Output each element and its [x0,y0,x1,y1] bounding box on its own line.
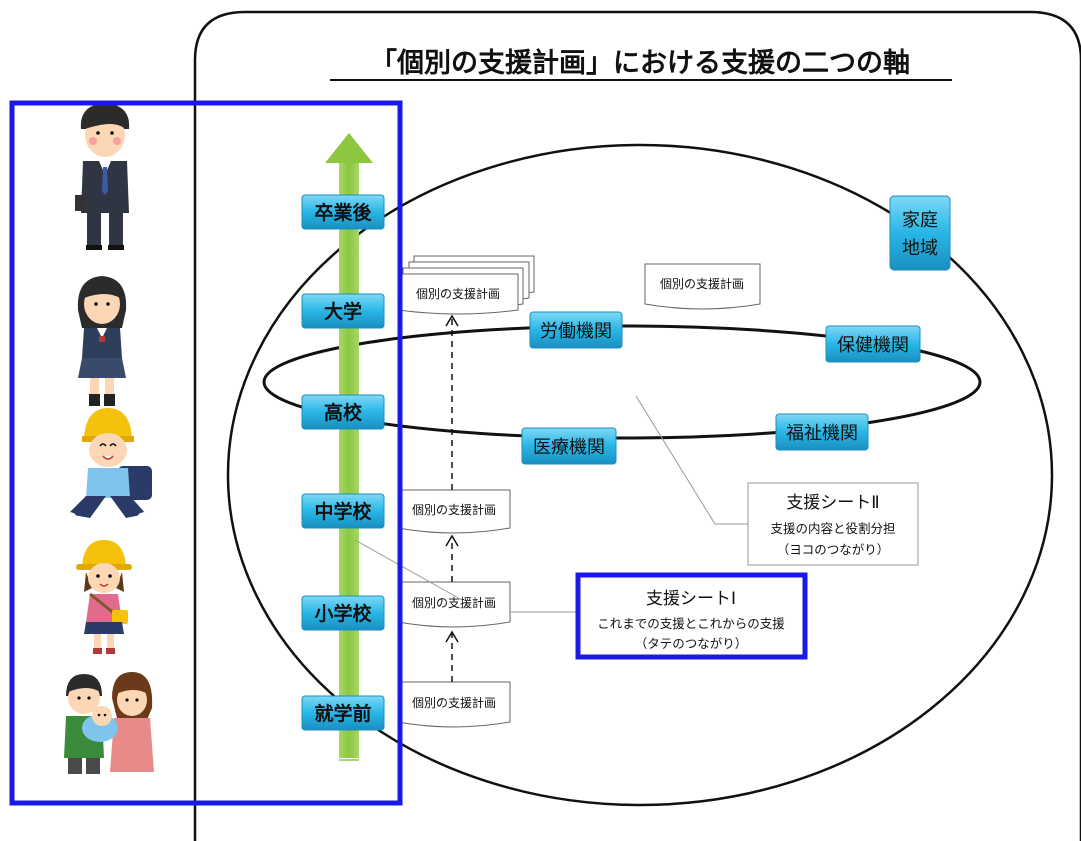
adult-man-icon [75,103,130,250]
svg-text:小学校: 小学校 [314,602,372,625]
outer-frame [193,10,1081,841]
svg-text:中学校: 中学校 [314,500,372,523]
org-welfare: 福祉機関 [775,413,869,451]
connector-lines [354,395,748,613]
stage-middle-school: 中学校 [301,493,385,529]
community-ellipse [226,143,1054,807]
plan-doc-middle-school: 個別の支援計画 [397,489,511,534]
plan-doc-label: 個別の支援計画 [416,286,500,301]
org-health: 保健機関 [825,325,921,363]
svg-text:個別の支援計画: 個別の支援計画 [660,276,744,291]
plan-doc-stack: 個別の支援計画 [397,255,535,315]
svg-text:これまでの支援とこれからの支援: これまでの支援とこれからの支援 [597,616,785,631]
org-family-community: 家庭 地域 [889,195,951,271]
svg-text:個別の支援計画: 個別の支援計画 [412,502,496,517]
svg-text:地域: 地域 [902,238,938,259]
svg-text:個別の支援計画: 個別の支援計画 [412,695,496,710]
high-school-girl-icon [77,276,127,406]
svg-text:支援シートⅡ: 支援シートⅡ [786,493,879,513]
svg-text:高校: 高校 [324,401,363,424]
stage-elementary-school: 小学校 [301,595,385,631]
svg-text:支援シートⅠ: 支援シートⅠ [646,589,736,609]
svg-text:（ヨコのつながり）: （ヨコのつながり） [777,542,890,557]
timeline-highlight-frame [9,100,403,806]
elementary-girl-icon [76,540,132,654]
parents-with-baby-icon [64,672,154,774]
elementary-boy-icon [60,408,154,520]
stage-preschool: 就学前 [301,695,385,731]
svg-text:個別の支援計画: 個別の支援計画 [412,595,496,610]
stage-high-school: 高校 [301,394,385,430]
plan-doc-top-right: 個別の支援計画 [644,263,761,310]
svg-text:大学: 大学 [324,300,362,323]
svg-text:就学前: 就学前 [314,702,371,725]
svg-text:保健機関: 保健機関 [837,335,909,356]
support-sheet-1: 支援シートⅠ これまでの支援とこれからの支援 （タテのつながり） [575,572,808,660]
support-sheet-2: 支援シートⅡ 支援の内容と役割分担 （ヨコのつながり） [747,482,919,566]
svg-text:卒業後: 卒業後 [314,201,372,224]
stage-graduate: 卒業後 [301,194,385,230]
svg-text:福祉機関: 福祉機関 [786,423,858,444]
plan-doc-elementary: 個別の支援計画 [397,581,511,628]
org-labor: 労働機関 [529,311,623,349]
svg-text:医療機関: 医療機関 [533,437,605,458]
svg-text:支援の内容と役割分担: 支援の内容と役割分担 [770,521,895,536]
svg-text:（タテのつながり）: （タテのつながり） [635,636,748,651]
svg-text:家庭: 家庭 [902,210,938,231]
plan-continuity-arrows [445,314,459,682]
stage-university: 大学 [301,293,385,329]
org-medical: 医療機関 [521,427,617,465]
page-title: 「個別の支援計画」における支援の二つの軸 [370,47,910,79]
svg-text:労働機関: 労働機関 [540,321,612,342]
plan-doc-preschool: 個別の支援計画 [397,681,511,728]
